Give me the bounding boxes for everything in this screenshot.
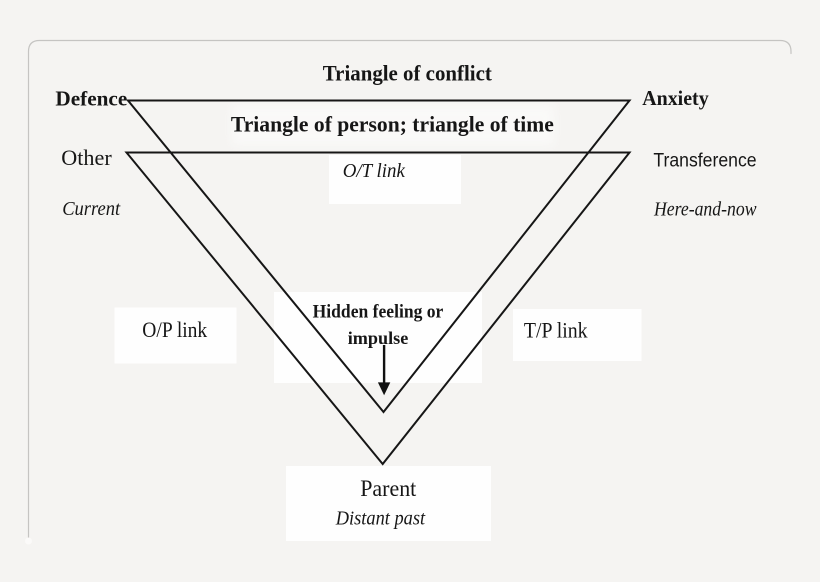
- svg-text:Defence: Defence: [55, 87, 127, 111]
- svg-text:Transference: Transference: [653, 151, 756, 172]
- svg-text:Other: Other: [61, 145, 112, 170]
- svg-text:Hidden feeling or: Hidden feeling or: [313, 302, 444, 322]
- svg-text:Distant past: Distant past: [335, 508, 426, 529]
- svg-text:Triangle of person; triangle o: Triangle of person; triangle of time: [231, 112, 554, 137]
- svg-text:Anxiety: Anxiety: [642, 86, 709, 110]
- svg-text:Parent: Parent: [360, 476, 417, 501]
- svg-text:impulse: impulse: [348, 328, 409, 348]
- svg-text:O/P link: O/P link: [142, 317, 208, 342]
- svg-text:T/P link: T/P link: [524, 318, 588, 343]
- svg-text:Triangle of conflict: Triangle of conflict: [323, 61, 493, 86]
- svg-text:Here-and-now: Here-and-now: [653, 199, 756, 220]
- svg-text:Current: Current: [62, 198, 120, 220]
- svg-text:O/T link: O/T link: [343, 161, 406, 182]
